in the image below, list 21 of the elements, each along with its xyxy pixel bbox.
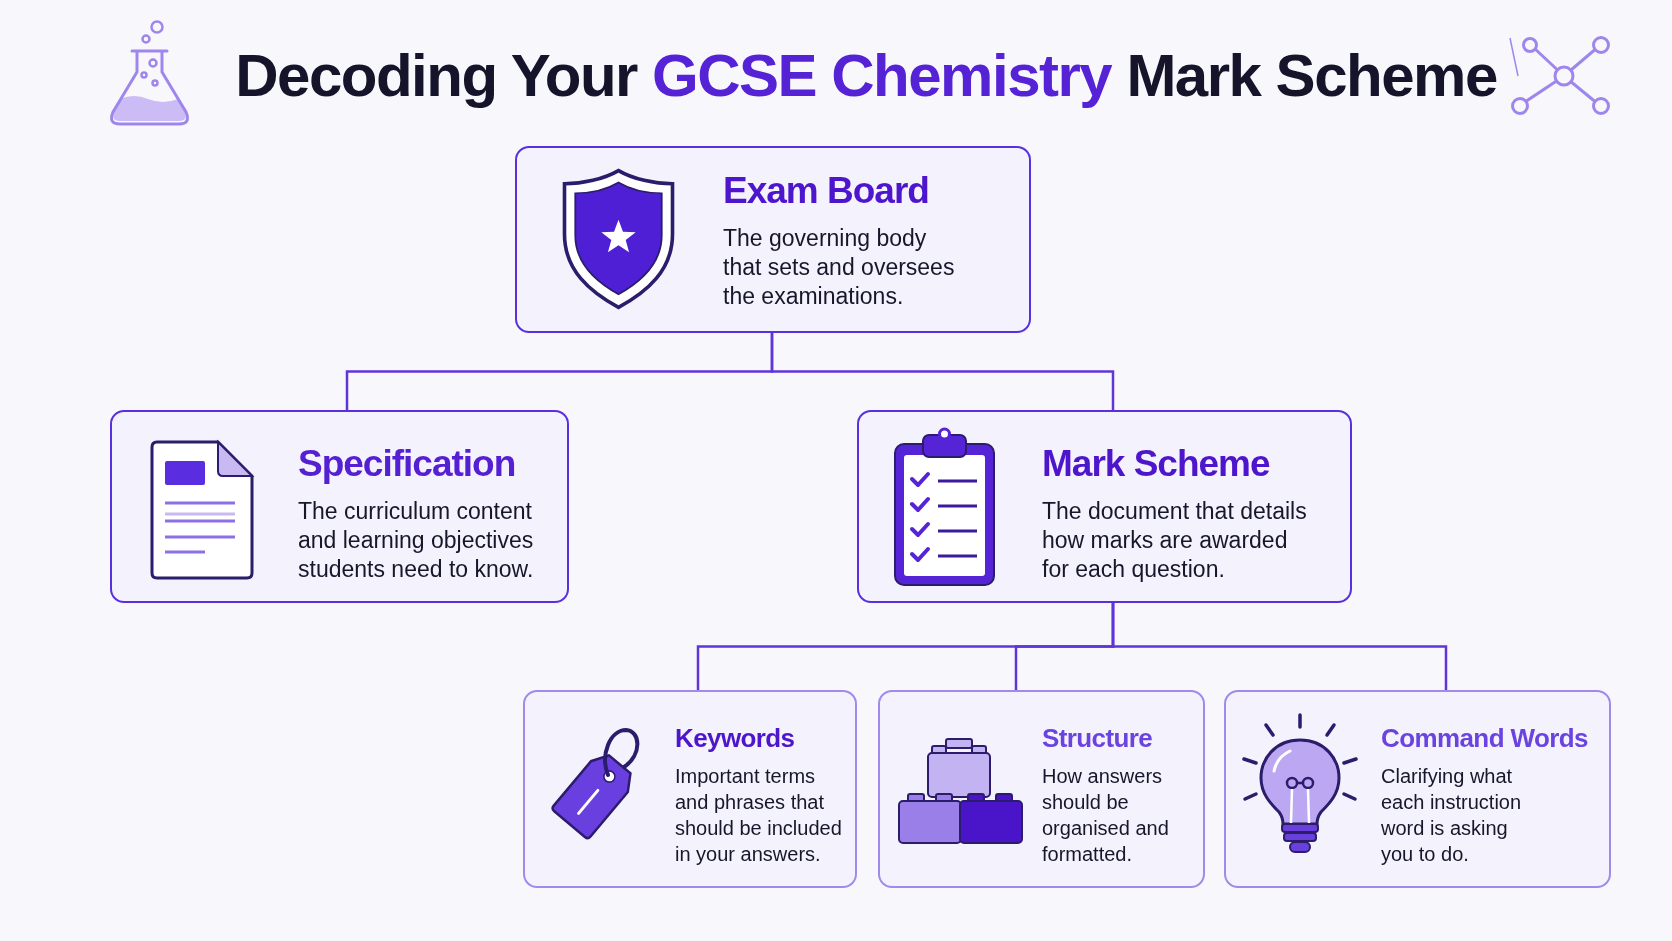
- card-heading: Mark Scheme: [1042, 443, 1270, 485]
- card-heading: Keywords: [675, 723, 795, 753]
- card-heading: Exam Board: [723, 170, 929, 212]
- card-description: Important terms and phrases that should be included in your answers.: [675, 764, 843, 867]
- card-heading: Structure: [1042, 723, 1153, 753]
- card-heading: Command Words: [1381, 723, 1588, 753]
- info-card: [110, 410, 569, 603]
- info-card: [878, 690, 1205, 888]
- card-description: How answers should be organised and formatted.: [1042, 764, 1170, 867]
- info-card: [515, 146, 1031, 333]
- card-description: The document that details how marks are awarded for each question.: [1042, 497, 1308, 584]
- card-description: Clarifying what each instruction word is asking you to do.: [1381, 764, 1523, 867]
- info-card: [523, 690, 857, 888]
- card-description: The curriculum content and learning objectives students need to know.: [298, 497, 535, 584]
- card-description: The governing body that sets and oversees the examinations.: [723, 224, 956, 311]
- info-card: [857, 410, 1352, 603]
- connector-line: [770, 333, 1115, 410]
- connector-line: [1111, 603, 1448, 690]
- card-heading: Specification: [298, 443, 516, 485]
- info-card: [1224, 690, 1611, 888]
- diagram-title: Decoding Your GCSE Chemistry Mark Scheme: [235, 41, 1497, 111]
